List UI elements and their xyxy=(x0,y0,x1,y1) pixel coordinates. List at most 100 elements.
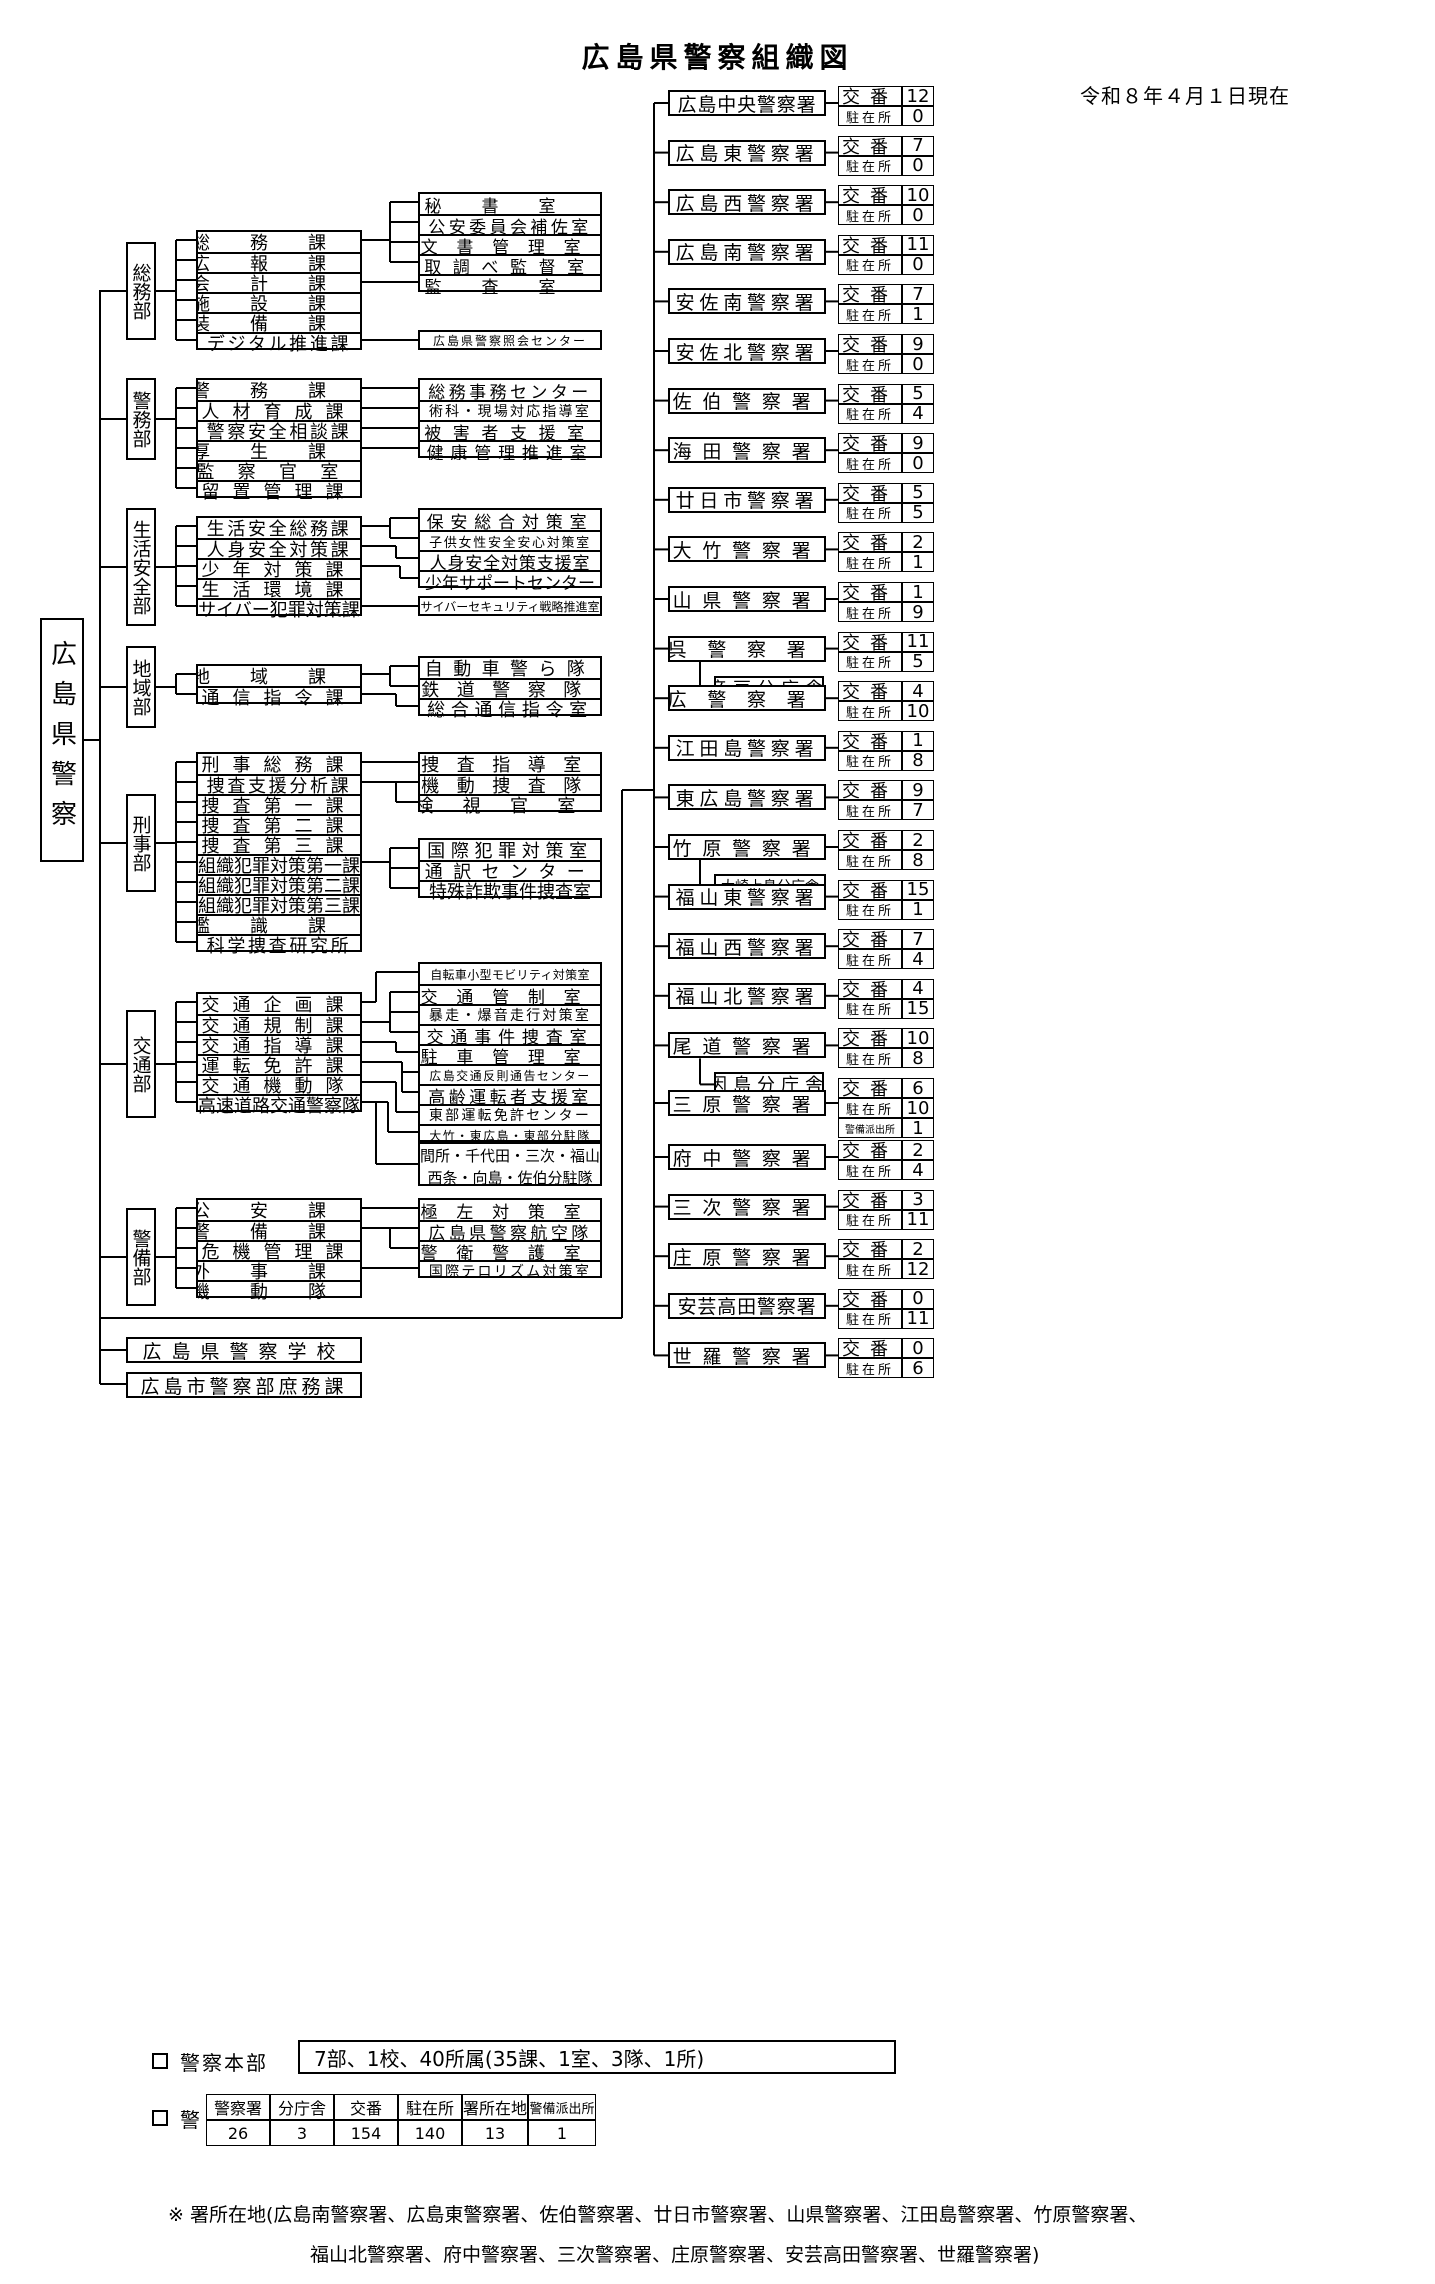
office-item: 監査室 xyxy=(420,274,600,294)
division-item: 公安課 xyxy=(198,1201,360,1220)
division-item: 警察安全相談課 xyxy=(198,420,360,440)
division-item: 捜査第一課 xyxy=(198,794,360,814)
office-item-group: 捜査指導室機動捜査隊検視官室 xyxy=(418,752,602,814)
chuzai-count: 0 xyxy=(902,453,934,474)
office-item: 術科・現場対応指導室 xyxy=(420,400,600,420)
chuzai-count: 9 xyxy=(902,602,934,622)
chuzai-count: 11 xyxy=(902,1308,934,1329)
chuzai-label: 駐在所 xyxy=(838,1048,902,1069)
koban-label: 交番 xyxy=(838,1028,902,1049)
division-item-group: 地域課通信指令課 xyxy=(196,664,362,706)
office-item: 広島県警察航空隊 xyxy=(420,1220,600,1240)
koban-count: 0 xyxy=(902,1288,934,1309)
division-item: 科学捜査研究所 xyxy=(198,934,360,954)
koban-count: 2 xyxy=(902,1239,934,1260)
office-item: 被害者支援室 xyxy=(420,420,600,440)
department-box: 刑事部 xyxy=(126,794,156,892)
police-station: 竹原警察署 xyxy=(668,834,826,860)
koban-label: 交番 xyxy=(838,879,902,900)
department-box: 警務部 xyxy=(126,378,156,460)
office-item: 子供女性安全安心対策室 xyxy=(420,530,600,550)
chuzai-count: 1 xyxy=(902,899,934,920)
division-item: 警務課 xyxy=(198,381,360,400)
koban-count: 11 xyxy=(902,631,934,652)
koban-count: 10 xyxy=(902,1028,934,1049)
division-item: 組織犯罪対策第二課 xyxy=(198,874,360,894)
chuzai-count: 10 xyxy=(902,1098,934,1118)
chuzai-label: 駐在所 xyxy=(838,1160,902,1180)
office-item-group: 自転車小型モビリティ対策室交通管制室暴走・爆音走行対策室交通事件捜査室駐車管理室… xyxy=(418,962,602,1143)
division-item-group: 交通企画課交通規制課交通指導課運転免許課交通機動隊高速道路交通警察隊 xyxy=(196,992,362,1114)
office-item: サイバーセキュリティ戦略推進室 xyxy=(418,596,602,616)
office-item: 少年サポートセンター xyxy=(420,570,600,590)
office-item: 広島県警察照会センター xyxy=(418,330,602,350)
police-station: 世羅警察署 xyxy=(668,1342,826,1369)
division-item: 機動隊 xyxy=(198,1280,360,1300)
office-item: 人身安全対策支援室 xyxy=(420,550,600,570)
koban-label: 交番 xyxy=(838,681,902,702)
koban-count: 2 xyxy=(902,1140,934,1160)
police-station: 安佐北警察署 xyxy=(668,338,826,364)
office-item-group: 総務事務センター術科・現場対応指導室被害者支援室健康管理推進室 xyxy=(418,378,602,460)
office-item: 交通管制室 xyxy=(420,984,600,1004)
office-item: 文書管理室 xyxy=(420,234,600,254)
police-station: 廿日市警察署 xyxy=(668,486,826,513)
police-station: 広島西警察署 xyxy=(668,189,826,216)
koban-label: 交番 xyxy=(838,1189,902,1210)
koban-count: 4 xyxy=(902,681,934,702)
keibi-count: 1 xyxy=(902,1118,934,1138)
chuzai-label: 駐在所 xyxy=(838,1259,902,1280)
chuzai-count: 7 xyxy=(902,800,934,821)
division-item: 組織犯罪対策第三課 xyxy=(198,894,360,914)
chuzai-count: 8 xyxy=(902,1048,934,1069)
police-station: 福山西警察署 xyxy=(668,933,826,960)
office-item: 自転車小型モビリティ対策室 xyxy=(430,967,590,982)
division-item: 警備課 xyxy=(198,1220,360,1240)
division-item: 厚生課 xyxy=(198,440,360,460)
root-node-hiroshima-police: 広島県警察 xyxy=(40,618,84,862)
koban-count: 0 xyxy=(902,1338,934,1359)
police-station: 庄原警察署 xyxy=(668,1243,826,1270)
police-station: 呉警察署 xyxy=(668,635,826,662)
chuzai-count: 12 xyxy=(902,1259,934,1280)
note-line-2: 福山北警察署、府中警察署、三次警察署、庄原警察署、安芸高田警察署、世羅警察署) xyxy=(310,2244,1040,2266)
chuzai-count: 8 xyxy=(902,750,934,771)
division-item: 捜査第三課 xyxy=(198,834,360,854)
division-item: 生活安全総務課 xyxy=(206,519,352,538)
police-station: 大竹警察署 xyxy=(668,536,826,563)
koban-count: 11 xyxy=(902,234,934,255)
koban-label: 交番 xyxy=(838,1140,902,1160)
summary-header: 署所在地 xyxy=(462,2094,528,2120)
koban-count: 5 xyxy=(902,482,934,503)
koban-label: 交番 xyxy=(838,978,902,999)
office-item: 極左対策室 xyxy=(420,1202,600,1221)
summary-value: 26 xyxy=(206,2120,270,2146)
division-item: 通信指令課 xyxy=(198,686,360,706)
koban-count: 5 xyxy=(902,383,934,404)
summary-header: 警備派出所 xyxy=(528,2094,596,2120)
koban-label: 交番 xyxy=(838,334,902,354)
koban-label: 交番 xyxy=(838,1078,902,1098)
hiroshima-city-police-affairs: 広島市警察部庶務課 xyxy=(126,1372,362,1398)
chuzai-label: 駐在所 xyxy=(838,750,902,771)
honbu-label: 警察本部 xyxy=(180,2051,268,2075)
chuzai-label: 駐在所 xyxy=(838,354,902,374)
koban-count: 7 xyxy=(902,929,934,950)
koban-label: 交番 xyxy=(838,482,902,503)
chuzai-count: 15 xyxy=(902,998,934,1019)
office-item-group: 自動車警ら隊鉄道警察隊総合通信指令室 xyxy=(418,656,602,718)
office-item: 捜査指導室 xyxy=(421,755,599,774)
koban-label: 交番 xyxy=(838,780,902,801)
koban-label: 交番 xyxy=(838,383,902,404)
police-station: 三原警察署 xyxy=(668,1090,826,1116)
division-item-group: 公安課警備課危機管理課外事課機動隊 xyxy=(196,1198,362,1300)
chuzai-label: 駐在所 xyxy=(838,949,902,970)
office-item-group: 国際犯罪対策室通訳センター特殊詐欺事件捜査室 xyxy=(418,838,602,900)
chuzai-label: 駐在所 xyxy=(838,155,902,176)
police-station: 広島東警察署 xyxy=(668,139,826,166)
koban-count: 10 xyxy=(902,185,934,206)
office-item: 交通事件捜査室 xyxy=(420,1024,600,1044)
division-item: 運転免許課 xyxy=(198,1054,360,1074)
koban-label: 交番 xyxy=(838,830,902,850)
koban-count: 9 xyxy=(902,334,934,354)
